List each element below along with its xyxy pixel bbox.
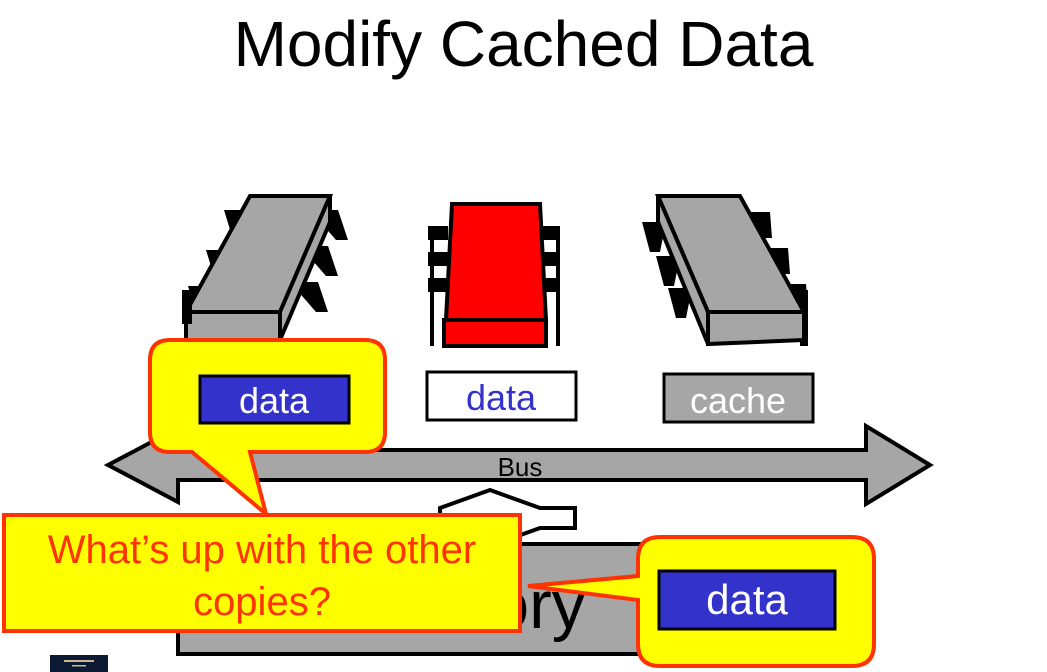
cache-3-box bbox=[662, 372, 815, 424]
question-text-line1: What’s up with the other bbox=[48, 528, 476, 572]
question-text-line2: copies? bbox=[193, 580, 331, 624]
memory-data-label: data bbox=[706, 576, 788, 623]
cache-2-label: data bbox=[466, 377, 537, 418]
cache-1-label: data bbox=[239, 380, 310, 421]
memory-data-callout: data bbox=[527, 535, 876, 668]
cache-2: data bbox=[425, 370, 578, 422]
slide-title: Modify Cached Data bbox=[233, 8, 814, 80]
question-box bbox=[2, 513, 522, 633]
cache-1-box bbox=[198, 374, 351, 425]
cache-3: cache bbox=[662, 372, 815, 424]
cache-2-box bbox=[425, 370, 578, 422]
question-callout: What’s up with the other copies? bbox=[2, 513, 522, 633]
memory-data-box bbox=[657, 569, 837, 631]
bus-label: Bus bbox=[498, 452, 543, 482]
book-cover-icon bbox=[50, 655, 108, 672]
processor-chip-icon bbox=[428, 202, 560, 348]
callout-bubble bbox=[148, 338, 387, 520]
cache-3-label: cache bbox=[690, 380, 786, 421]
processor-chip-icon bbox=[182, 194, 348, 342]
processor-chip-icon bbox=[642, 194, 808, 347]
cache-1-callout: data bbox=[148, 338, 387, 520]
